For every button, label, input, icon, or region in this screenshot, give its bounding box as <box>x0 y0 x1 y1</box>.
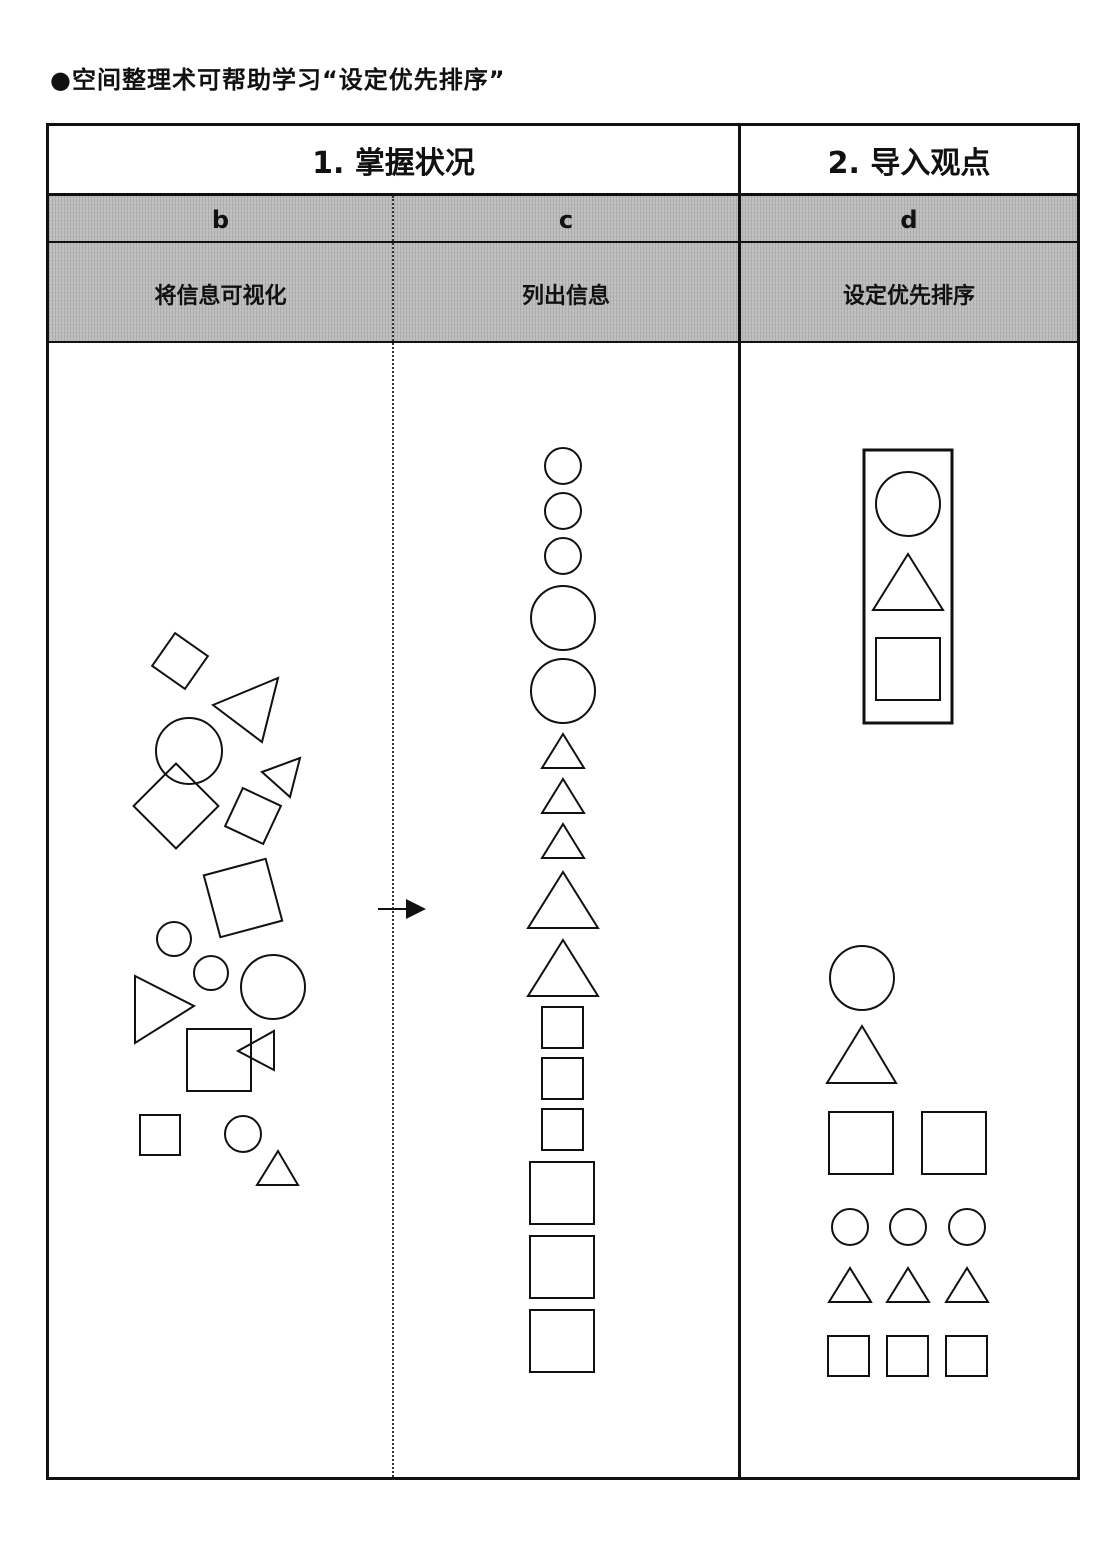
page-title: ●空间整理术可帮助学习“设定优先排序” <box>50 66 506 94</box>
square-shape <box>875 637 941 701</box>
triangle-shape <box>211 676 280 744</box>
column-label-d: 设定优先排序 <box>842 283 975 309</box>
triangle-shape <box>885 1266 931 1303</box>
triangle-shape <box>235 1029 275 1072</box>
square-shape <box>186 1028 252 1092</box>
square-shape <box>921 1111 987 1175</box>
circle-shape <box>224 1115 262 1153</box>
header-bottom-divider <box>49 341 1077 343</box>
listed-shapes-group <box>526 447 600 1373</box>
scattered-shapes-group <box>132 631 306 1186</box>
square-shape <box>223 786 283 846</box>
square-shape <box>150 631 210 691</box>
triangle-shape <box>540 777 586 814</box>
square-shape <box>529 1309 595 1373</box>
priority-box <box>862 448 954 725</box>
circle-shape <box>156 921 192 957</box>
column-label-c: 列出信息 <box>521 283 610 309</box>
column-letter-d: d <box>900 206 918 234</box>
column-dotted-divider <box>392 196 394 1477</box>
column-header-band <box>49 196 1077 343</box>
square-shape <box>828 1111 894 1175</box>
square-shape <box>529 1161 595 1225</box>
triangle-shape <box>134 974 197 1045</box>
column-letter-b: b <box>211 206 230 234</box>
circle-shape <box>193 955 229 991</box>
triangle-shape <box>526 870 600 929</box>
triangle-shape <box>540 822 586 859</box>
square-shape <box>541 1006 584 1049</box>
circle-shape <box>889 1208 927 1246</box>
triangle-shape <box>540 732 586 769</box>
triangle-shape <box>871 552 945 611</box>
circle-shape <box>530 585 596 651</box>
square-shape <box>541 1057 584 1100</box>
circle-shape <box>544 447 582 485</box>
triangle-shape <box>260 756 302 799</box>
square-shape <box>541 1108 584 1151</box>
square-shape <box>529 1235 595 1299</box>
column-letter-c: c <box>558 206 574 234</box>
header-row-divider <box>49 241 1077 243</box>
square-shape <box>886 1335 929 1377</box>
circle-shape <box>829 945 895 1011</box>
circle-shape <box>948 1208 986 1246</box>
circle-shape <box>240 954 306 1020</box>
square-shape <box>132 762 220 850</box>
circle-shape <box>544 537 582 575</box>
diagram-frame: 1. 掌握状况 2. 导入观点 b c d 将信息可视化 列出信息 设定优先排序 <box>46 123 1080 1480</box>
square-shape <box>945 1335 988 1377</box>
header-column-divider <box>738 196 741 343</box>
circle-shape <box>530 658 596 724</box>
triangle-shape <box>825 1024 898 1084</box>
square-shape <box>202 857 284 939</box>
remaining-shapes-group <box>825 945 990 1377</box>
section-header-1: 1. 掌握状况 <box>49 126 738 196</box>
square-shape <box>139 1114 181 1156</box>
triangle-shape <box>944 1266 990 1303</box>
section-header-2: 2. 导入观点 <box>741 126 1077 196</box>
circle-shape <box>875 471 941 537</box>
triangle-shape <box>255 1149 300 1186</box>
square-shape <box>827 1335 870 1377</box>
triangle-shape <box>827 1266 873 1303</box>
circle-shape <box>544 492 582 530</box>
column-label-b: 将信息可视化 <box>154 283 287 309</box>
triangle-shape <box>526 938 600 997</box>
priority-box-group <box>862 448 954 725</box>
section-divider <box>738 126 741 1477</box>
circle-shape <box>155 717 223 785</box>
circle-shape <box>831 1208 869 1246</box>
